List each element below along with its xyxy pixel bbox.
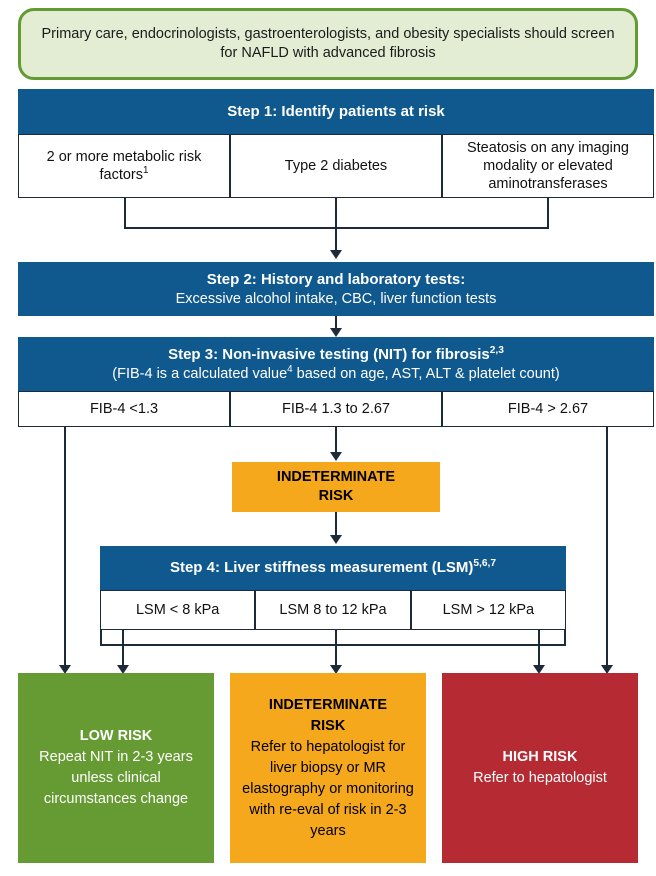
- step4-cell-2-label: LSM > 12 kPa: [442, 602, 535, 618]
- step1-cell-1-label: Type 2 diabetes: [284, 158, 388, 174]
- lsm-high-stub-line: [538, 630, 540, 646]
- step4-header: Step 4: Liver stiffness measurement (LSM…: [100, 546, 566, 590]
- indeterminate-to-step4-arrow-icon: [330, 535, 342, 544]
- indeterminate-mid-line1: INDETERMINATE: [276, 469, 396, 485]
- step2-to-step3-arrow-icon: [330, 328, 342, 337]
- outcome-high-risk-title: HIGH RISK: [502, 749, 578, 765]
- step1-header-label: Step 1: Identify patients at risk: [227, 102, 445, 120]
- fib4-mid-to-indeterminate-line: [335, 427, 337, 456]
- step4-cell-0-label: LSM < 8 kPa: [135, 602, 220, 618]
- step4-cell-lsm-low: LSM < 8 kPa: [100, 590, 256, 630]
- step3-cell-fib4-high: FIB-4 > 2.67: [442, 391, 654, 427]
- outcome-low-risk-title: LOW RISK: [79, 728, 153, 744]
- step3-header-line1: Step 3: Non-invasive testing (NIT) for f…: [168, 345, 504, 365]
- arrow-line-high-from-fib4: [606, 645, 608, 670]
- arrow-line-indeterminate-from-lsm: [335, 645, 337, 670]
- step1-left-drop-line: [124, 198, 126, 228]
- step1-cell-metabolic-risk: 2 or more metabolic risk factors1: [18, 134, 230, 198]
- step1-header: Step 1: Identify patients at risk: [18, 89, 654, 134]
- step3-header-line2-superscript: 4: [287, 363, 293, 375]
- step3-header-line2: (FIB-4 is a calculated value4 based on a…: [112, 363, 560, 384]
- indeterminate-mid-line2: RISK: [318, 488, 354, 504]
- arrow-line-low-from-fib4: [64, 645, 66, 670]
- step1-right-drop-line: [547, 198, 549, 228]
- lsm-mid-stub-line: [335, 630, 337, 646]
- step1-to-step2-arrow-icon: [330, 250, 342, 259]
- step2-to-step3-line: [335, 316, 337, 333]
- arrow-icon-indeterminate-from-lsm: [330, 665, 342, 674]
- step3-cell-fib4-low: FIB-4 <1.3: [18, 391, 230, 427]
- step1-cell-0-text: 2 or more metabolic risk factors1: [23, 148, 225, 184]
- fib4-mid-arrow-icon: [330, 452, 342, 461]
- step1-cell-2-label: Steatosis on any imaging modality or ele…: [466, 140, 629, 192]
- step2-header-line1: Step 2: History and laboratory tests:: [206, 270, 466, 288]
- step3-header-line2-a: (FIB-4 is a calculated value: [112, 365, 288, 382]
- step3-cell-1-label: FIB-4 1.3 to 2.67: [281, 401, 390, 417]
- step4-cell-lsm-mid: LSM 8 to 12 kPa: [255, 590, 411, 630]
- outcome-indeterminate-risk-box: INDETERMINATE RISK Refer to hepatologist…: [230, 673, 426, 863]
- step3-cell-0-label: FIB-4 <1.3: [89, 401, 159, 417]
- outcome-low-risk-body: Repeat NIT in 2-3 years unless clinical …: [39, 749, 193, 807]
- step2-header-line2: Excessive alcohol intake, CBC, liver fun…: [175, 290, 497, 307]
- outcome-low-risk-box: LOW RISK Repeat NIT in 2-3 years unless …: [18, 673, 214, 863]
- step3-cell-fib4-mid: FIB-4 1.3 to 2.67: [230, 391, 442, 427]
- step1-cell-0-superscript: 1: [143, 165, 149, 177]
- outcome-indeterminate-title-line1: INDETERMINATE: [268, 696, 388, 713]
- outcome-high-risk-body: Refer to hepatologist: [473, 770, 607, 786]
- fib4-low-long-line: [64, 427, 66, 645]
- step4-header-superscript: 5,6,7: [473, 558, 497, 569]
- outcome-indeterminate-title-line2: RISK: [310, 717, 346, 734]
- arrow-icon-low-from-lsm: [117, 665, 129, 674]
- intro-text: Primary care, endocrinologists, gastroen…: [41, 26, 615, 61]
- arrow-line-high-from-lsm: [538, 645, 540, 670]
- step3-header: Step 3: Non-invasive testing (NIT) for f…: [18, 337, 654, 391]
- outcome-indeterminate-body: Refer to hepatologist for liver biopsy o…: [242, 738, 414, 839]
- step1-criteria-row: 2 or more metabolic risk factors1 Type 2…: [18, 134, 654, 198]
- step3-fib4-row: FIB-4 <1.3 FIB-4 1.3 to 2.67 FIB-4 > 2.6…: [18, 391, 654, 427]
- step4-cell-lsm-high: LSM > 12 kPa: [410, 590, 566, 630]
- step1-to-step2-line: [335, 227, 337, 253]
- step4-cell-1-label: LSM 8 to 12 kPa: [279, 602, 387, 618]
- arrow-line-low-from-lsm: [122, 645, 124, 670]
- step3-cell-2-label: FIB-4 > 2.67: [507, 401, 589, 417]
- indeterminate-risk-mid-box: INDETERMINATE RISK: [232, 462, 440, 512]
- step3-header-line2-b: based on age, AST, ALT & platelet count): [292, 365, 560, 382]
- fib4-high-long-line: [606, 427, 608, 645]
- arrow-icon-high-from-fib4: [601, 665, 613, 674]
- step4-header-label: Step 4: Liver stiffness measurement (LSM…: [169, 559, 474, 576]
- step4-lsm-row: LSM < 8 kPa LSM 8 to 12 kPa LSM > 12 kPa: [100, 590, 566, 630]
- step3-header-line1-label: Step 3: Non-invasive testing (NIT) for f…: [168, 345, 490, 363]
- step4-header-line: Step 4: Liver stiffness measurement (LSM…: [170, 558, 496, 578]
- arrow-icon-high-from-lsm: [533, 665, 545, 674]
- lsm-rail-line: [100, 644, 566, 646]
- indeterminate-to-step4-line: [335, 512, 337, 540]
- step1-cell-steatosis: Steatosis on any imaging modality or ele…: [442, 134, 654, 198]
- lsm-low-stub-line: [122, 630, 124, 646]
- step2-header: Step 2: History and laboratory tests: Ex…: [18, 262, 654, 316]
- intro-banner: Primary care, endocrinologists, gastroen…: [18, 8, 638, 80]
- arrow-icon-low-from-fib4: [59, 665, 71, 674]
- step1-cell-0-label: 2 or more metabolic risk factors: [46, 149, 202, 183]
- lsm-rail-left-end-line: [100, 630, 102, 646]
- step1-cell-type2-diabetes: Type 2 diabetes: [230, 134, 442, 198]
- outcome-high-risk-box: HIGH RISK Refer to hepatologist: [442, 673, 638, 863]
- step3-header-line1-superscript: 2,3: [489, 344, 504, 356]
- lsm-rail-right-end-line: [564, 630, 566, 646]
- step1-mid-drop-line: [335, 198, 337, 228]
